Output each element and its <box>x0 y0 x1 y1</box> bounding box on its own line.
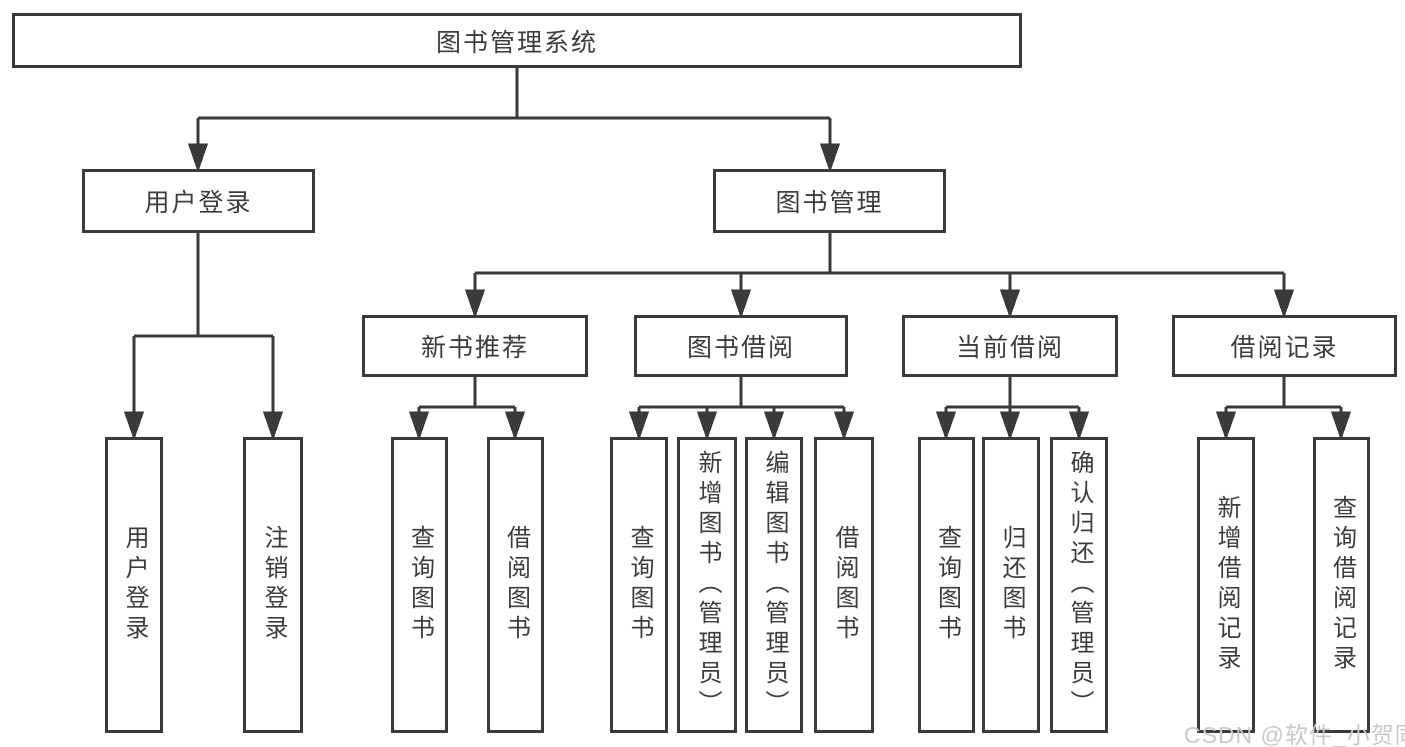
node-borrowing-records: 借阅记录 <box>1172 315 1397 377</box>
node-label: 新增借阅记录 <box>1213 495 1240 675</box>
node-label: 当前借阅 <box>955 334 1064 362</box>
node-label: 用户登录 <box>121 525 148 645</box>
node-label: 查询图书 <box>933 525 961 645</box>
connector-book-borrowing-to-leaves <box>628 377 855 441</box>
node-query-borrow-record: 查询借阅记录 <box>1313 437 1370 733</box>
node-label: 确认归还（管理员） <box>1066 450 1093 720</box>
node-book-borrowing: 图书借阅 <box>634 315 848 377</box>
node-label: 归还图书 <box>998 525 1025 645</box>
node-confirm-return-admin: 确认归还（管理员） <box>1050 437 1108 733</box>
node-label: 用户登录 <box>144 189 253 217</box>
connector-new-book-recommend-to-leaves <box>408 377 526 441</box>
connector-root-to-level2 <box>187 68 841 173</box>
node-label: 借阅记录 <box>1230 334 1339 362</box>
connector-borrowing-records-to-leaves <box>1215 377 1352 441</box>
node-book-management: 图书管理 <box>713 169 946 233</box>
node-label: 查询借阅记录 <box>1328 495 1356 675</box>
connector-book-management-to-level3 <box>464 233 1295 319</box>
node-logout-leaf: 注销登录 <box>243 437 303 733</box>
connector-user-login-to-leaves <box>123 233 284 441</box>
node-label: 借阅图书 <box>831 525 858 645</box>
node-label: 新增图书（管理员） <box>694 450 721 720</box>
node-return-book: 归还图书 <box>982 437 1040 733</box>
node-user-login: 用户登录 <box>82 169 315 233</box>
node-new-book-recommend: 新书推荐 <box>362 315 588 377</box>
node-edit-book-admin: 编辑图书（管理员） <box>745 437 803 733</box>
node-label: 注销登录 <box>260 525 287 645</box>
node-library-system-root: 图书管理系统 <box>12 13 1022 68</box>
node-label: 新书推荐 <box>420 334 529 362</box>
node-query-books-borrowing: 查询图书 <box>610 437 668 733</box>
node-label: 查询图书 <box>626 525 653 645</box>
node-label: 图书管理系统 <box>435 28 598 57</box>
node-label: 图书借阅 <box>686 334 795 362</box>
node-current-borrowing: 当前借阅 <box>902 315 1118 377</box>
node-add-book-admin: 新增图书（管理员） <box>677 437 737 733</box>
node-query-books-current: 查询图书 <box>918 437 975 733</box>
node-add-borrow-record: 新增借阅记录 <box>1197 437 1255 733</box>
csdn-watermark: CSDN @软件_小贺同学 <box>1184 722 1405 747</box>
node-label: 借阅图书 <box>502 525 530 645</box>
node-user-login-leaf: 用户登录 <box>105 437 163 733</box>
node-label: 图书管理 <box>775 189 884 217</box>
connector-current-borrowing-to-leaves <box>935 377 1090 441</box>
node-borrow-books-recommend: 借阅图书 <box>487 437 544 733</box>
node-label: 查询图书 <box>406 525 434 645</box>
node-borrow-books-borrowing: 借阅图书 <box>814 437 874 733</box>
node-label: 编辑图书（管理员） <box>761 450 788 720</box>
node-query-books-recommend: 查询图书 <box>391 437 448 733</box>
